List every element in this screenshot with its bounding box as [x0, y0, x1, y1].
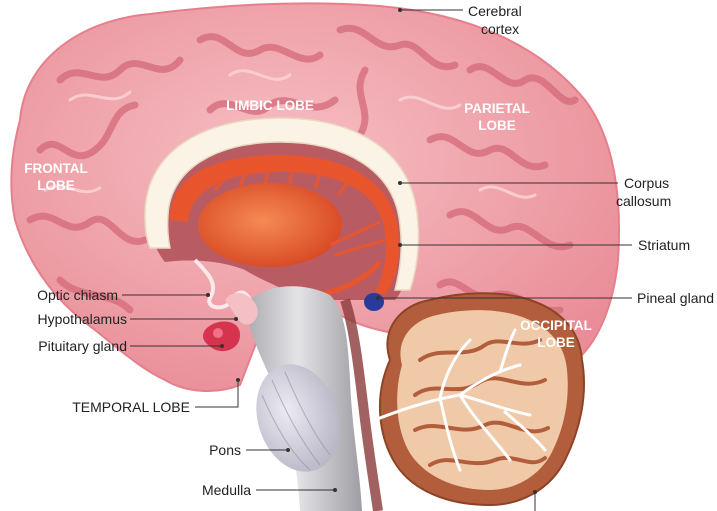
- optic-chiasm: [193, 258, 252, 310]
- hypothalamus-label: Hypothalamus: [38, 311, 128, 327]
- hypothalamus: [225, 293, 258, 325]
- limbic-lobe-label: LIMBIC LOBE: [226, 98, 314, 113]
- parietal-lobe-label: PARIETAL: [464, 101, 530, 116]
- pineal-gland: [364, 293, 384, 311]
- pineal-gland-label: Pineal gland: [637, 290, 714, 306]
- corpus-callosum-label: Corpus: [624, 175, 669, 191]
- pituitary-gland-label: Pituitary gland: [38, 338, 127, 354]
- cortex-highlights: [43, 69, 537, 199]
- striatum-fibers: [213, 169, 386, 257]
- pons-label: Pons: [209, 442, 241, 458]
- striatum-label: Striatum: [638, 237, 690, 253]
- cerebellum: [373, 292, 585, 507]
- parietal-lobe-label-2: LOBE: [478, 118, 516, 133]
- corpus-callosum-label-2: callosum: [616, 193, 671, 209]
- frontal-lobe-label: FRONTAL: [24, 161, 88, 176]
- pons-striations: [261, 371, 331, 471]
- medulla-label: Medulla: [202, 482, 251, 498]
- optic-chiasm-label: Optic chiasm: [37, 287, 118, 303]
- thalamus: [198, 183, 342, 267]
- cerebral-cortex-label-2: cortex: [481, 21, 519, 37]
- occipital-lobe-label: OCCIPITAL: [520, 318, 592, 333]
- frontal-lobe-label-2: LOBE: [37, 178, 75, 193]
- occipital-lobe-label-2: LOBE: [537, 335, 575, 350]
- corpus-callosum: [144, 117, 420, 291]
- aqueduct: [340, 298, 383, 511]
- leader-lines: [122, 8, 632, 511]
- temporal-lobe-label: TEMPORAL LOBE: [72, 399, 190, 415]
- cerebral-cortex-label: Cerebral: [468, 3, 522, 19]
